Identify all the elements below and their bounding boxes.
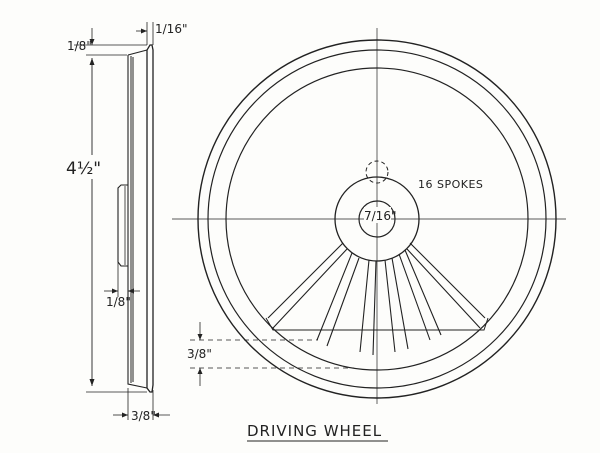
drawing-title: DRIVING WHEEL [247, 422, 382, 440]
spoke [359, 259, 377, 356]
rim-inner-circle [225, 67, 529, 371]
hub-outer-circle [334, 176, 420, 262]
label-gap [364, 207, 391, 223]
spoke [384, 257, 409, 353]
spoke [267, 242, 348, 329]
spoke [406, 242, 486, 329]
flange-thickness-label: 1/16" [155, 22, 187, 36]
arrow-head [153, 412, 159, 418]
bore-circle [358, 200, 396, 238]
arrow-head [89, 379, 95, 386]
spokes-note: 16 SPOKES [418, 178, 483, 191]
arrow-head [141, 28, 147, 34]
arrow-head [197, 334, 203, 340]
rim-flange-circle [207, 49, 547, 389]
arrow-head [89, 39, 95, 45]
arrow-head [112, 288, 118, 294]
side-view: 1/8" 1/16" 4½" 1/8" 3/8" [66, 22, 187, 423]
spoke-junction-line [265, 317, 489, 331]
arrow-head [122, 412, 128, 418]
arrow-head [197, 368, 203, 374]
spokes [267, 242, 486, 356]
arrow-head [128, 288, 134, 294]
rim-outer-circle [197, 39, 557, 399]
width-label: 3/8" [131, 409, 156, 423]
side-hub [117, 184, 128, 267]
crank-pin-circle [365, 160, 389, 184]
bore-label: 7/16" [364, 209, 396, 223]
label-gap [66, 155, 94, 179]
spoke [398, 249, 442, 341]
side-profile-outer [146, 44, 154, 393]
spoke [316, 252, 360, 347]
side-profile-tread [127, 49, 148, 389]
flange-height-label: 1/8" [67, 39, 92, 53]
diameter-label: 4½" [66, 159, 101, 179]
hub-projection-label: 1/8" [106, 295, 131, 309]
front-view: 16 SPOKES 7/16" 3/8" [172, 28, 566, 404]
arrow-head [89, 58, 95, 65]
rim-depth-label: 3/8" [187, 347, 212, 361]
